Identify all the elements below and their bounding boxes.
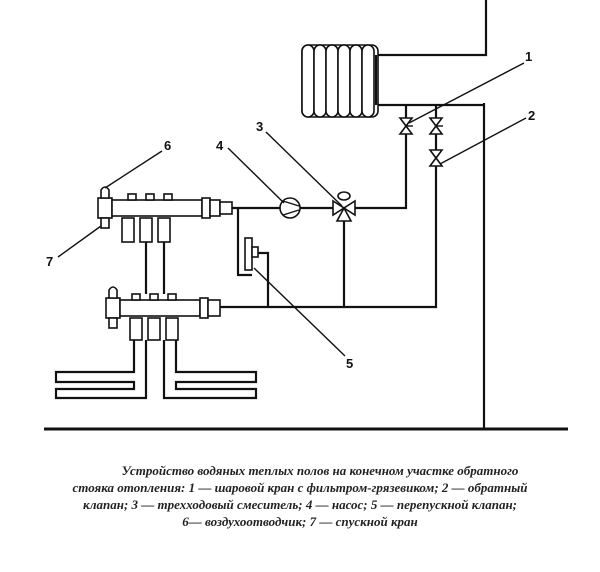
callout-4: 4	[216, 138, 224, 153]
callout-line-7	[57, 225, 102, 258]
floor-loop-right	[162, 242, 258, 400]
heating-schematic: 1 2 3 4 5 6 7	[44, 0, 568, 431]
figure-caption: Устройство водяных теплых полов на конеч…	[20, 462, 580, 530]
callout-5: 5	[346, 356, 353, 371]
caption-line-1: Устройство водяных теплых полов на конеч…	[121, 463, 519, 478]
supply-riser-pipe	[376, 0, 488, 57]
callout-2: 2	[528, 108, 535, 123]
air-vent	[100, 186, 110, 199]
pump	[279, 197, 301, 219]
callout-6: 6	[164, 138, 171, 153]
return-branch-pipe	[220, 105, 438, 309]
callout-line-2	[439, 117, 527, 165]
check-valve	[428, 149, 444, 167]
callout-line-5	[253, 267, 346, 357]
drain-cock	[100, 217, 110, 229]
caption-line-2: стояка отопления: 1 — шаровой кран с фил…	[72, 480, 528, 495]
callout-line-6	[104, 150, 163, 189]
ball-valve-left	[398, 117, 414, 135]
callout-3: 3	[256, 119, 263, 134]
mixer-supply-pipe	[354, 105, 408, 210]
return-manifold	[105, 286, 221, 341]
floor-loop-left	[54, 242, 148, 400]
bypass-pipe	[236, 208, 252, 277]
callout-line-1	[408, 62, 525, 124]
callout-line-3	[265, 131, 343, 207]
ball-valve-right	[428, 117, 444, 135]
callout-line-4	[227, 147, 285, 204]
caption-line-3: клапан; 3 — трехходовый смеситель; 4 — н…	[82, 497, 517, 512]
radiator	[301, 44, 379, 118]
bypass-valve	[244, 237, 259, 271]
caption-line-4: 6— воздухоотводчик; 7 — спускной кран	[182, 514, 418, 529]
three-way-mixer	[332, 191, 356, 222]
bypass-return-pipe	[258, 251, 270, 307]
callout-7: 7	[46, 254, 53, 269]
supply-manifold	[97, 193, 233, 243]
callout-1: 1	[525, 49, 532, 64]
